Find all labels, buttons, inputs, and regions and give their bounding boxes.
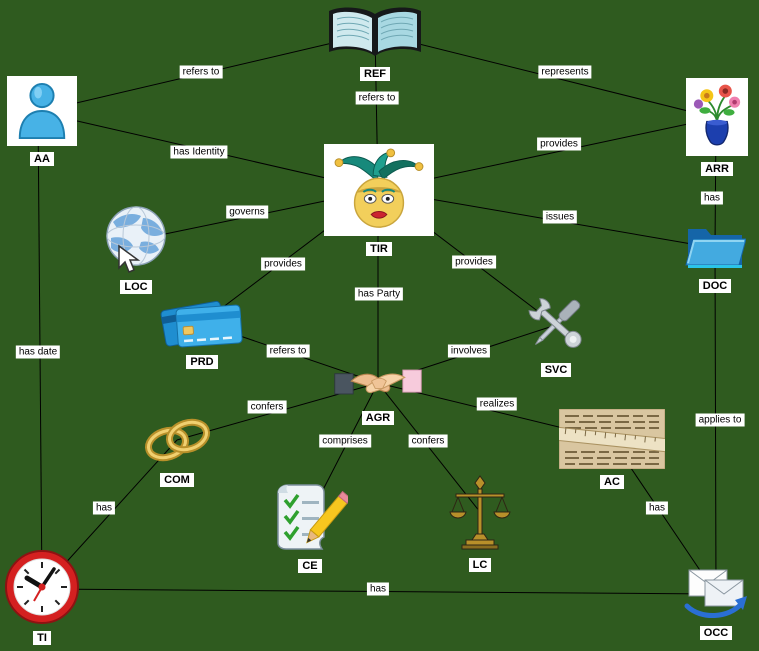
jester-mask-icon: [324, 144, 434, 236]
edge-label: provides: [261, 257, 305, 271]
edge-label: represents: [538, 65, 592, 79]
node-ti: TI: [3, 549, 81, 646]
rings-icon: [137, 411, 217, 467]
node-occ: OCC: [682, 562, 750, 641]
edge-label: confers: [247, 400, 287, 414]
node-doc: DOC: [684, 221, 746, 294]
node-loc: LOC: [98, 204, 174, 295]
node-ac: AC: [558, 409, 666, 490]
edge-label: realizes: [476, 397, 518, 411]
edge-label: involves: [447, 344, 491, 358]
edge-label: applies to: [695, 413, 745, 427]
node-prd: PRD: [158, 295, 246, 370]
node-label: OCC: [699, 623, 733, 641]
credit-cards-icon: [159, 295, 245, 349]
edge-label: has Identity: [170, 145, 228, 159]
node-arr: ARR: [686, 78, 748, 177]
node-label: AC: [600, 472, 624, 490]
node-label: LC: [468, 555, 492, 573]
node-lc: LC: [447, 474, 513, 573]
node-ce: CE: [271, 479, 349, 574]
node-label: LOC: [120, 277, 152, 295]
node-com: COM: [136, 411, 218, 488]
flower-vase-icon: [686, 78, 748, 156]
ruler-text-icon: [559, 409, 665, 469]
edge-label: has Party: [354, 287, 404, 301]
node-label: CE: [298, 556, 322, 574]
node-label: PRD: [186, 352, 218, 370]
edge-label: has: [366, 582, 390, 596]
node-svc: SVC: [517, 291, 595, 378]
tools-icon: [518, 291, 594, 357]
edge-label: refers to: [266, 344, 310, 358]
node-label: REF: [360, 64, 390, 82]
edge-label: refers to: [355, 91, 399, 105]
edge-label: has: [700, 191, 724, 205]
node-aa: AA: [6, 76, 78, 167]
checklist-scroll-icon: [272, 479, 348, 553]
edge-label: refers to: [179, 65, 223, 79]
node-label: SVC: [540, 360, 572, 378]
node-agr: AGR: [330, 359, 426, 426]
edge-label: has date: [15, 345, 61, 359]
edge-label: provides: [537, 137, 581, 151]
node-ref: REF: [325, 5, 425, 82]
edge-label: provides: [452, 255, 496, 269]
person-icon: [7, 76, 77, 146]
edge-label: has: [92, 501, 116, 515]
node-label: ARR: [701, 159, 733, 177]
handshake-icon: [331, 359, 425, 405]
edge-line: [377, 117, 717, 191]
envelopes-icon: [683, 562, 749, 620]
globe-cursor-icon: [99, 204, 173, 274]
open-book-icon: [325, 5, 425, 61]
edge-label: confers: [408, 434, 448, 448]
folder-icon: [684, 221, 746, 273]
node-label: TIR: [366, 239, 392, 257]
node-label: TI: [33, 628, 51, 646]
edge-label: issues: [542, 210, 578, 224]
clock-icon: [4, 549, 80, 625]
node-tir: TIR: [324, 144, 434, 257]
node-label: AA: [30, 149, 54, 167]
edge-line: [377, 382, 481, 513]
node-label: AGR: [361, 408, 395, 426]
edge-label: comprises: [319, 434, 371, 448]
edge-label: governs: [226, 205, 268, 219]
edge-label: has: [645, 501, 669, 515]
scales-icon: [448, 474, 512, 552]
node-label: COM: [160, 470, 194, 488]
node-label: DOC: [698, 276, 732, 294]
